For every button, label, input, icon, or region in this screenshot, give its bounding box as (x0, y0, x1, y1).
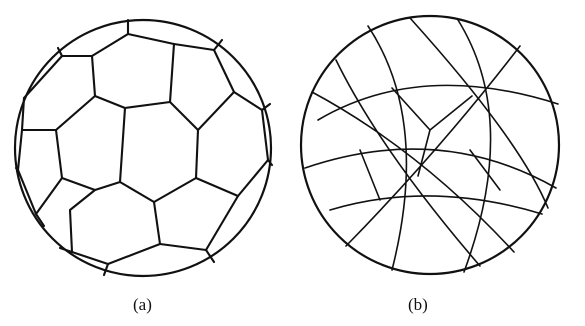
seam-top-left-a (56, 46, 64, 58)
caption-a: (a) (133, 295, 152, 314)
arc-9 (311, 91, 515, 253)
seam-bottom-left-a (58, 246, 74, 254)
arc-8 (409, 17, 549, 209)
upper-right-pentagon (172, 42, 236, 132)
sphere-b-outline (299, 14, 561, 276)
geodesic-sphere-icon (299, 14, 561, 276)
arc-1 (317, 84, 559, 121)
facet-4 (359, 149, 381, 201)
arc-5 (457, 19, 492, 273)
seam-bottom-right-a (204, 248, 216, 264)
seam-left-a (14, 166, 20, 172)
caption-b: (b) (408, 295, 428, 314)
seam-top-right-a (212, 38, 224, 52)
seam-right-a (260, 102, 272, 112)
sphere-a-outline (13, 18, 273, 278)
lower-pentagon (152, 194, 240, 252)
arc-3 (329, 195, 543, 215)
left-pentagon (54, 94, 127, 192)
seam-left-lower-a (34, 212, 46, 228)
arc-4 (367, 25, 408, 271)
arc-6 (335, 59, 481, 267)
seam-bottom-a (102, 262, 110, 277)
arc-7 (345, 45, 521, 247)
seam-right-lower-a (266, 158, 274, 167)
facet-3 (469, 149, 501, 191)
far-left-pentagon (16, 128, 64, 216)
soccer-ball-icon (13, 18, 274, 278)
facet-2 (417, 129, 431, 177)
upper-left-hexagon (20, 54, 94, 132)
